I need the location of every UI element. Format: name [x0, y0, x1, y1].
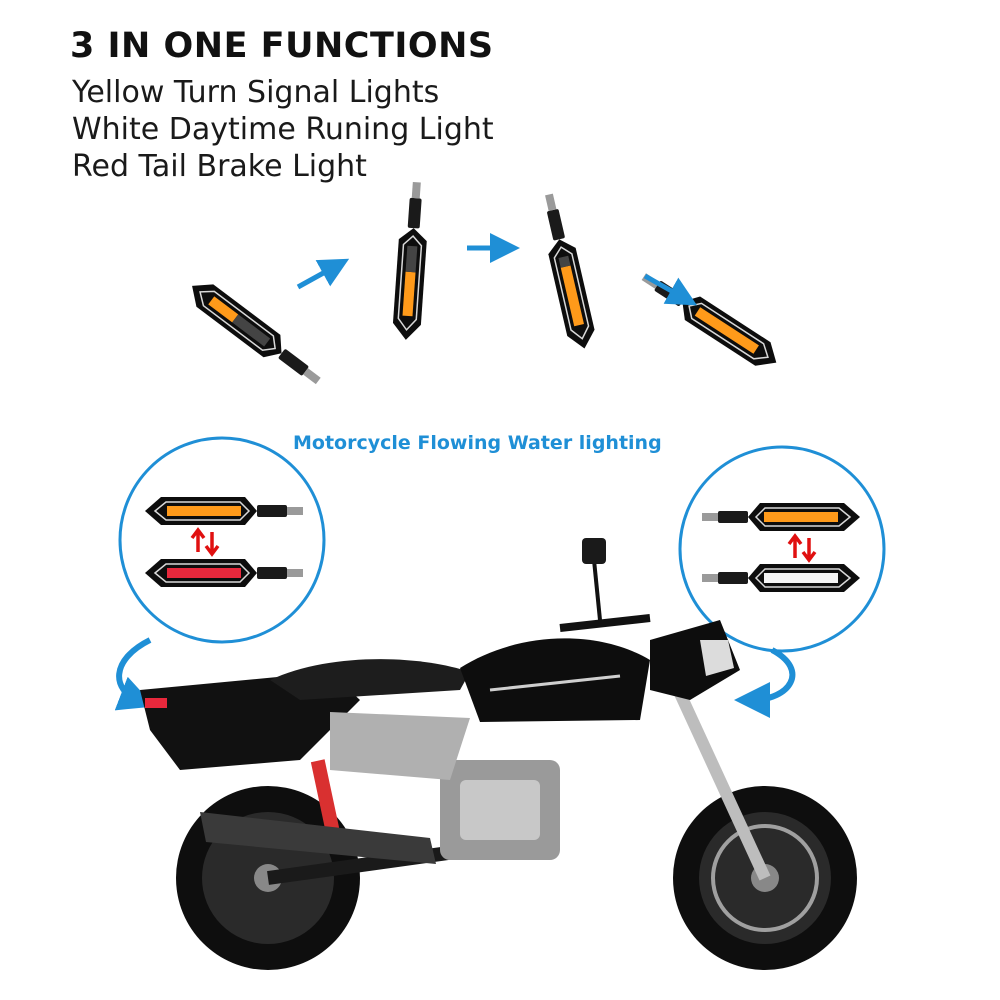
arrow-right-icon	[296, 258, 350, 290]
arrow-right-icon	[643, 273, 698, 306]
motorcycle	[140, 538, 857, 970]
indicator-stage-1	[182, 273, 328, 393]
swap-arrows-icon	[190, 527, 220, 557]
curved-arrow-icon	[114, 637, 155, 711]
rear-detail-circle	[118, 436, 326, 644]
swap-arrows-icon	[787, 533, 817, 563]
indicator-stage-3	[534, 190, 599, 353]
flowing-caption: Motorcycle Flowing Water lighting	[293, 432, 662, 454]
headline: 3 IN ONE FUNCTIONS	[70, 26, 494, 66]
indicator-stage-2	[391, 180, 432, 342]
feature-daytime-light: White Daytime Runing Light	[72, 112, 494, 147]
front-detail-circle	[678, 445, 886, 653]
feature-turn-signal: Yellow Turn Signal Lights	[72, 75, 440, 110]
feature-list: Yellow Turn Signal Lights White Daytime …	[72, 74, 494, 185]
curved-arrow-icon	[734, 647, 796, 718]
indicator-stage-4	[635, 264, 785, 376]
feature-brake-light: Red Tail Brake Light	[72, 149, 367, 184]
